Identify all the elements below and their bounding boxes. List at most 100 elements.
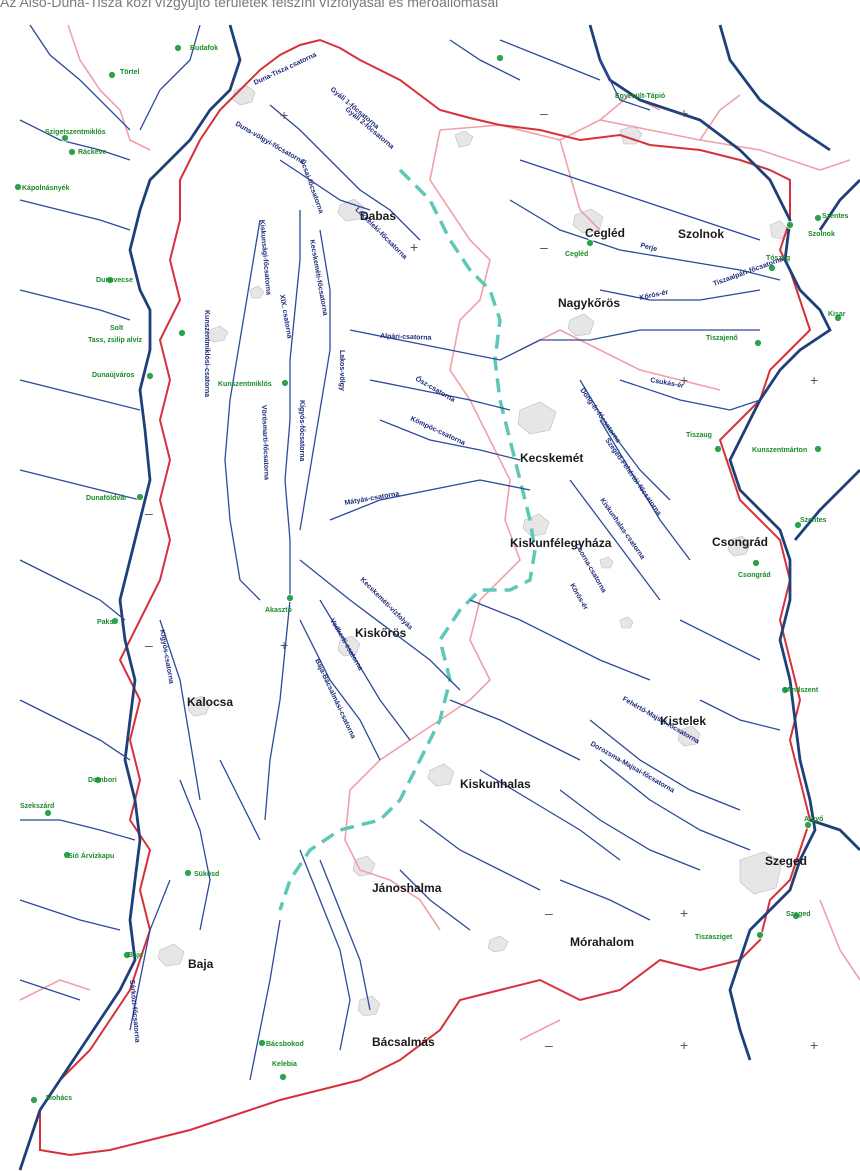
gauge-label: Egyesült-Tápió	[615, 93, 665, 100]
city-label: Cegléd	[585, 226, 625, 240]
gauge-label: Algyő	[804, 816, 823, 823]
gauge-label: Dunaújváros	[92, 372, 135, 379]
city-label: Csongrád	[712, 535, 768, 549]
gauge-label: Kápolnásnyék	[22, 185, 70, 192]
canal-label: Kiskunsági-főcsatorna	[258, 220, 272, 296]
svg-text:+: +	[680, 905, 688, 921]
canal-label: Duna-völgyi-főcsatorna	[234, 121, 305, 166]
city-label: Kiskőrös	[355, 626, 407, 640]
gauge-label: Kisar	[828, 311, 846, 318]
canal-label: Kígyós-főcsatorna	[298, 400, 305, 462]
gauge-label: Szentes	[800, 517, 827, 524]
canal-label: Szeged-Fehértói-főcsatorna	[603, 437, 662, 517]
canal-label: Lakos-völgy	[338, 350, 345, 391]
grid-marks: + – + – + + – + – – + – + + +	[145, 105, 818, 1053]
svg-text:–: –	[145, 637, 153, 653]
svg-text:+: +	[810, 1037, 818, 1053]
city-label: Baja	[188, 957, 214, 971]
gauge-label: Tószeg	[766, 255, 790, 262]
city-label: Kalocsa	[187, 695, 233, 709]
svg-text:–: –	[540, 239, 548, 255]
gauge-label: Törtel	[120, 69, 140, 76]
canal-label: Gyáli 2-főcsatorna	[344, 106, 395, 151]
gauge-label: Sükösd	[194, 871, 219, 878]
canal-label: Ócsai-főcsatorna	[298, 158, 326, 215]
gauge-label: Szentes	[822, 213, 849, 220]
canal-label: Dong-ér-főcsatorna	[578, 387, 621, 444]
gauge-label: Sió Árvízkapu	[68, 851, 114, 860]
gauge-label: Csongrád	[738, 572, 771, 579]
svg-text:+: +	[410, 239, 418, 255]
canal-label: Kecskeméti-vízfolyás	[359, 576, 414, 631]
gauge-label: Kunszentmárton	[752, 447, 807, 454]
city-label: Jánoshalma	[372, 881, 442, 895]
canal-labels: Duna-Tisza csatorna Gyáli 1-főcsatorna G…	[128, 52, 784, 1044]
gauge-label: Szolnok	[808, 231, 835, 238]
canal-label: Baja-Bácsalmási-csatorna	[313, 658, 356, 740]
city-labels: Dabas Cegléd Szolnok Nagykőrös Kecskemét…	[187, 209, 807, 1049]
gauge-labels: Budafok Törtel Szigetszentmiklós Ráckeve…	[20, 45, 849, 1102]
gauge-label: Dunavecse	[96, 277, 133, 284]
canal-label: Kunszentmiklósi-csatorna	[203, 310, 210, 397]
city-label: Kistelek	[660, 714, 706, 728]
svg-text:–: –	[545, 1037, 553, 1053]
canal-label: Gyáli 1-főcsatorna	[329, 86, 380, 131]
gauge-label: Tiszasziget	[695, 934, 733, 941]
svg-text:+: +	[280, 107, 288, 123]
map-caption: Az Alsó-Duna-Tisza közi vízgyűjtő terüle…	[0, 0, 499, 10]
major-rivers	[18, 24, 860, 1171]
basin-boundary	[39, 38, 812, 1157]
gauge-label: Mohács	[46, 1095, 72, 1102]
city-label: Szeged	[765, 854, 807, 868]
city-label: Dabas	[360, 209, 396, 223]
gauge-label: Tiszaug	[686, 432, 712, 439]
gauge-label: Szigetszentmiklós	[45, 129, 106, 136]
canal-label: Vörösmarti-főcsatorna	[260, 405, 270, 480]
svg-text:+: +	[680, 372, 688, 388]
svg-text:–: –	[145, 505, 153, 521]
gauge-label: Szekszárd	[20, 803, 54, 810]
gauge-markers	[14, 44, 842, 1104]
gauge-label: Kunszentmiklós	[218, 381, 272, 388]
canal-label: Mátyás-csatorna	[344, 490, 400, 507]
gauge-label: Akasztó	[265, 607, 292, 614]
city-label: Kiskunfélegyháza	[510, 536, 612, 550]
gauge-label: Cegléd	[565, 251, 588, 258]
gauge-label: Kelebia	[272, 1061, 297, 1068]
city-label: Nagykőrös	[558, 296, 620, 310]
canal-label: Csorna-csatorna	[573, 543, 607, 595]
gauge-label: Tass, zsilip alvíz	[88, 337, 142, 344]
city-label: Kecskemét	[520, 451, 583, 465]
gauge-label: Szeged	[786, 911, 811, 918]
gauge-label: Bácsbokod	[266, 1041, 304, 1048]
settlement-areas	[157, 85, 789, 1017]
canal-label: Ősz-csatorna	[414, 374, 457, 404]
gauge-label: Budafok	[190, 45, 218, 52]
svg-text:+: +	[280, 637, 288, 653]
svg-text:–: –	[540, 105, 548, 121]
svg-text:+: +	[810, 372, 818, 388]
gauge-label: Ráckeve	[78, 149, 107, 156]
canal-label: Tiszaalpári-főcsatorna	[712, 256, 784, 288]
gauge-label: Tiszajenő	[706, 335, 738, 342]
city-label: Szolnok	[678, 227, 724, 241]
canal-label: XIX. csatorna	[278, 294, 293, 339]
svg-text:–: –	[545, 905, 553, 921]
gauge-label: Baja	[128, 952, 143, 959]
canal-label: Kecskeméti-főcsatorna	[308, 239, 328, 316]
canal-label: Perje	[639, 242, 657, 253]
city-label: Mórahalom	[570, 935, 634, 949]
svg-text:+: +	[680, 105, 688, 121]
canal-label: Kömpöc-csatorna	[409, 415, 466, 447]
canal-label: Alpári-csatorna	[380, 333, 432, 342]
city-label: Kiskunhalas	[460, 777, 531, 791]
canal-label: Kiskunhalas-csatorna	[598, 497, 646, 561]
gauge-label: Solt	[110, 325, 124, 332]
gauge-label: Paks	[97, 619, 113, 626]
canal-label: Körös-ér	[568, 583, 589, 612]
svg-text:+: +	[680, 1037, 688, 1053]
gauge-label: Dombori	[88, 777, 117, 784]
gauge-label: Dunaföldvár	[86, 495, 127, 502]
